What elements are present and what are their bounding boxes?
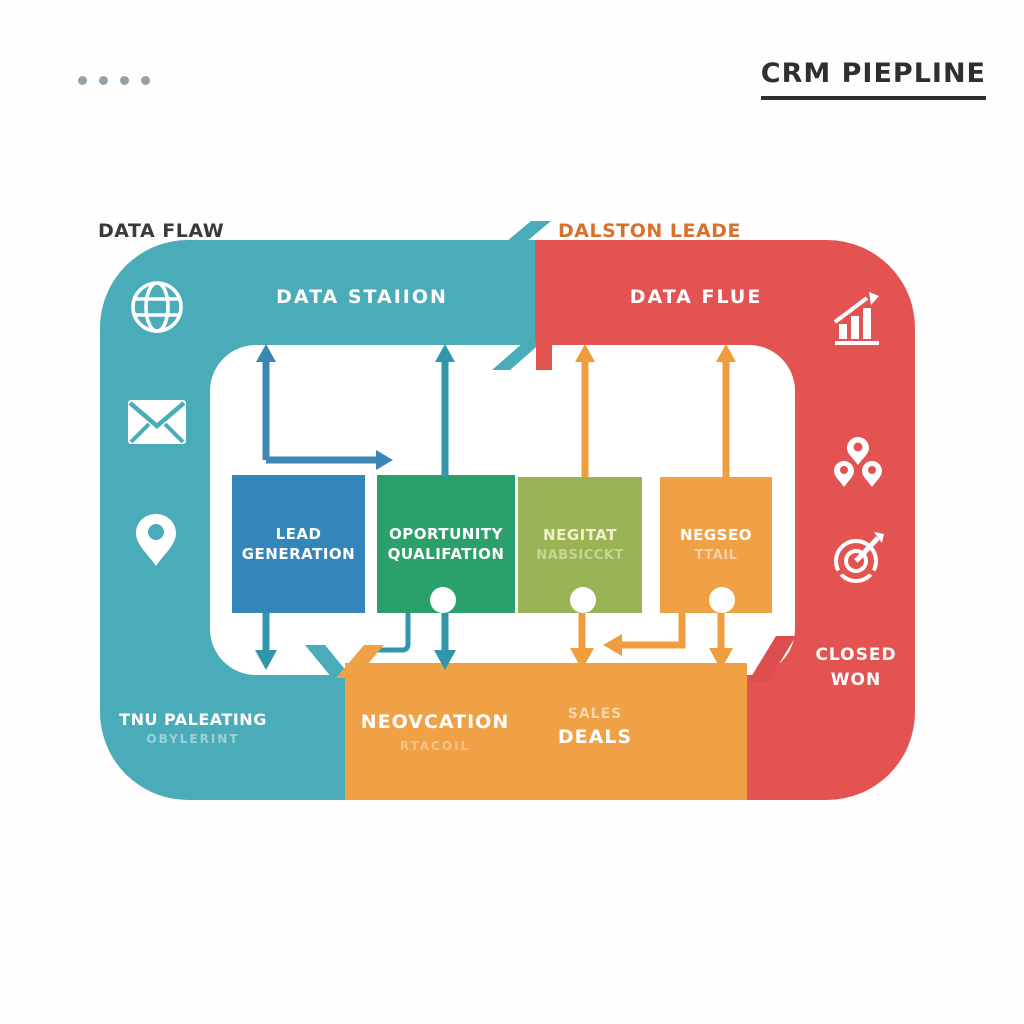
stage-label: NABSICCKT [536, 548, 624, 564]
closed-won-line2: WON [830, 669, 882, 690]
teal-bottom-line1: TNU PALEATING [119, 710, 267, 729]
stage-label: NEGSEO [680, 526, 752, 545]
stage-closing: NEGSEO TTAIL [660, 477, 772, 613]
pipeline-diagram: DATA STAIION DATA FLUE [100, 240, 915, 800]
teal-bottom-line2: OBYLERINT [146, 732, 240, 746]
globe-icon [129, 279, 185, 335]
envelope-icon [127, 398, 187, 446]
stage-label: TTAIL [694, 548, 738, 564]
dot [78, 76, 87, 85]
stage-label: NEGITAT [543, 526, 617, 545]
location-pin-icon [134, 512, 178, 568]
closed-won-label: CLOSED WON [796, 643, 915, 692]
red-section-heading: DATA FLUE [629, 286, 763, 308]
stage-label: GENERATION [241, 545, 356, 563]
target-dart-icon [830, 532, 884, 586]
data-flow-label: DATA FLAW [98, 220, 225, 242]
stage-label: LEAD [275, 524, 322, 543]
map-pins-group-icon [833, 437, 883, 489]
page-title: CRM PIEPLINE [760, 58, 986, 100]
sales-leads-label: DALSTON LEADE [558, 220, 741, 242]
stage-negotiation: NEGITAT NABSICCKT [518, 477, 642, 613]
stage-opportunity-qualification: OPORTUNITY QUALIFATION [377, 475, 515, 613]
stage-label: OPORTUNITY [388, 524, 503, 543]
teal-bottom-label: TNU PALEATING OBYLERINT [108, 710, 278, 746]
stage-lead-generation: LEAD GENERATION [232, 475, 365, 613]
dot [120, 76, 129, 85]
teal-section-heading: DATA STAIION [276, 286, 448, 308]
decorative-dots [78, 76, 150, 85]
bar-negotiation-label: NEOVCATION [360, 711, 510, 733]
bar-deals-label: DEALS [557, 726, 633, 748]
bar-negotiation-sublabel: RTACOIL [399, 739, 471, 753]
stage-label: QUALIFATION [387, 545, 505, 563]
closed-won-line1: CLOSED [815, 645, 897, 665]
bottom-bar: NEOVCATION RTACOIL SALES DEALS [345, 663, 747, 800]
growth-chart-icon [831, 292, 883, 346]
dot [99, 76, 108, 85]
dot [141, 76, 150, 85]
bar-sales-label: SALES [567, 706, 623, 722]
